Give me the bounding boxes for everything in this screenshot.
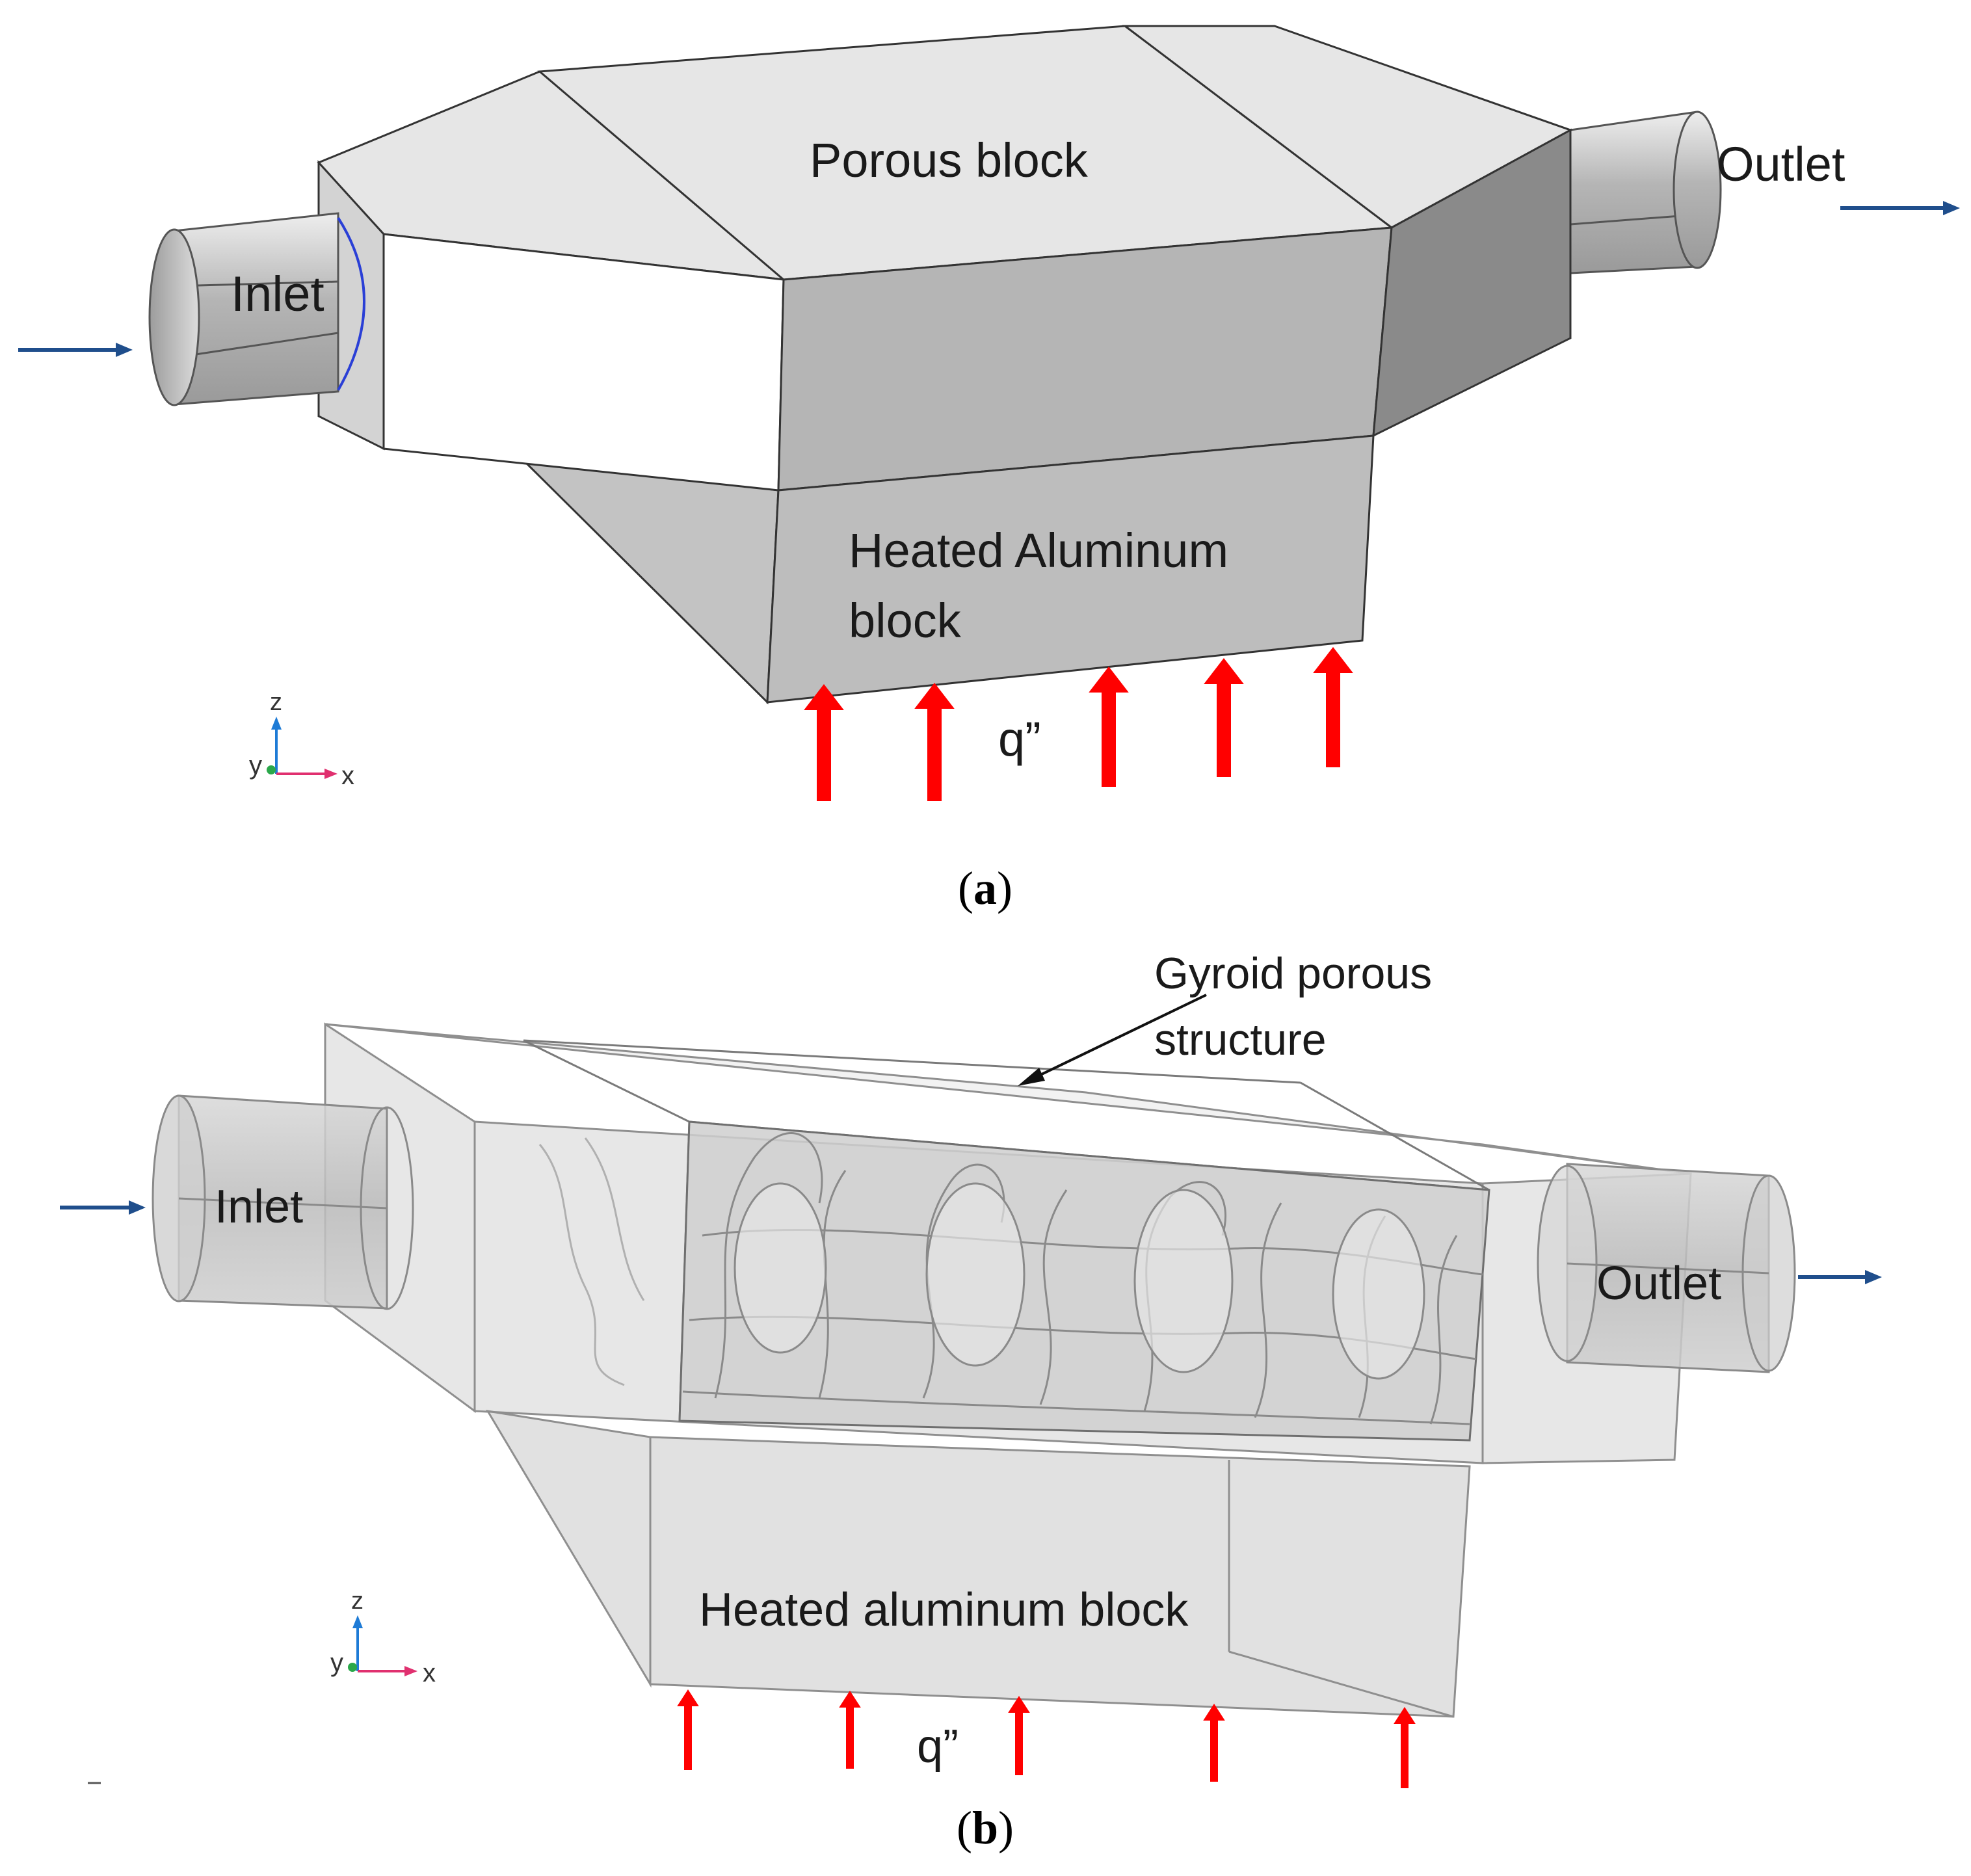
heat-flux-arrow-b-5 bbox=[1394, 1707, 1416, 1788]
porous-block-right-face bbox=[1372, 128, 1572, 438]
inlet-pipe bbox=[148, 212, 365, 406]
outlet-pipe-b bbox=[1537, 1163, 1796, 1373]
label-heated-block-a-line1: Heated Aluminum bbox=[849, 523, 1228, 577]
axis-triad-b: z y x bbox=[330, 1587, 436, 1687]
panel-b: Gyroid porous structure Inlet Outlet Hea… bbox=[60, 949, 1882, 1854]
label-gyroid-line2: structure bbox=[1154, 1015, 1327, 1064]
heat-flux-arrow-a-5 bbox=[1313, 647, 1353, 767]
aluminum-block-left-face bbox=[517, 455, 780, 705]
label-inlet-a: Inlet bbox=[231, 267, 324, 322]
label-heated-block-b: Heated aluminum block bbox=[699, 1584, 1189, 1636]
inlet-boundary-edge bbox=[337, 217, 365, 391]
outlet-flow-arrow bbox=[1840, 201, 1960, 215]
heat-flux-arrow-b-3 bbox=[1008, 1696, 1030, 1775]
label-inlet-b: Inlet bbox=[215, 1181, 303, 1233]
axis-label-z-b: z bbox=[351, 1587, 364, 1615]
inlet-flow-arrow-b bbox=[60, 1200, 146, 1215]
axis-label-x-a: x bbox=[341, 761, 354, 790]
heat-flux-arrow-a-4 bbox=[1204, 658, 1244, 777]
axis-label-x-b: x bbox=[423, 1659, 436, 1687]
heat-flux-arrow-b-1 bbox=[677, 1689, 699, 1770]
outlet-flow-arrow-b bbox=[1798, 1270, 1882, 1284]
label-heated-block-a-line2: block bbox=[849, 594, 962, 648]
panel-a: Porous block Inlet Outlet Heated Aluminu… bbox=[18, 25, 1960, 914]
heat-flux-arrow-a-3 bbox=[1089, 667, 1129, 787]
caption-a: (a) bbox=[958, 862, 1012, 914]
inlet-pipe-b bbox=[152, 1094, 414, 1310]
heat-flux-arrow-b-2 bbox=[839, 1691, 861, 1769]
heat-flux-arrow-b-4 bbox=[1203, 1704, 1225, 1782]
label-outlet-a: Outlet bbox=[1717, 137, 1845, 191]
axis-label-z-a: z bbox=[270, 689, 282, 716]
heat-flux-arrows-a bbox=[804, 647, 1353, 801]
heat-flux-arrow-a-1 bbox=[804, 684, 844, 801]
label-outlet-b: Outlet bbox=[1596, 1258, 1721, 1310]
label-gyroid-line1: Gyroid porous bbox=[1154, 949, 1432, 998]
axis-label-y-a: y bbox=[249, 751, 262, 780]
porous-block-front-left bbox=[382, 233, 785, 492]
aluminum-block-b bbox=[486, 1410, 1471, 1718]
label-heat-flux-a: q” bbox=[998, 712, 1041, 766]
gyroid-pointer-arrow bbox=[1018, 994, 1207, 1086]
axis-triad-a: z y x bbox=[249, 689, 354, 790]
inlet-flow-arrow bbox=[18, 343, 133, 357]
label-porous-block: Porous block bbox=[810, 133, 1089, 187]
gyroid-porous-structure bbox=[538, 1120, 1490, 1442]
heat-flux-arrow-a-2 bbox=[914, 683, 955, 801]
heat-flux-arrows-b bbox=[677, 1689, 1416, 1788]
outlet-pipe bbox=[1569, 111, 1722, 274]
axis-label-y-b: y bbox=[330, 1648, 343, 1677]
aluminum-block-front-face bbox=[766, 434, 1375, 704]
caption-b: (b) bbox=[957, 1802, 1014, 1854]
label-heat-flux-b: q” bbox=[917, 1721, 959, 1773]
